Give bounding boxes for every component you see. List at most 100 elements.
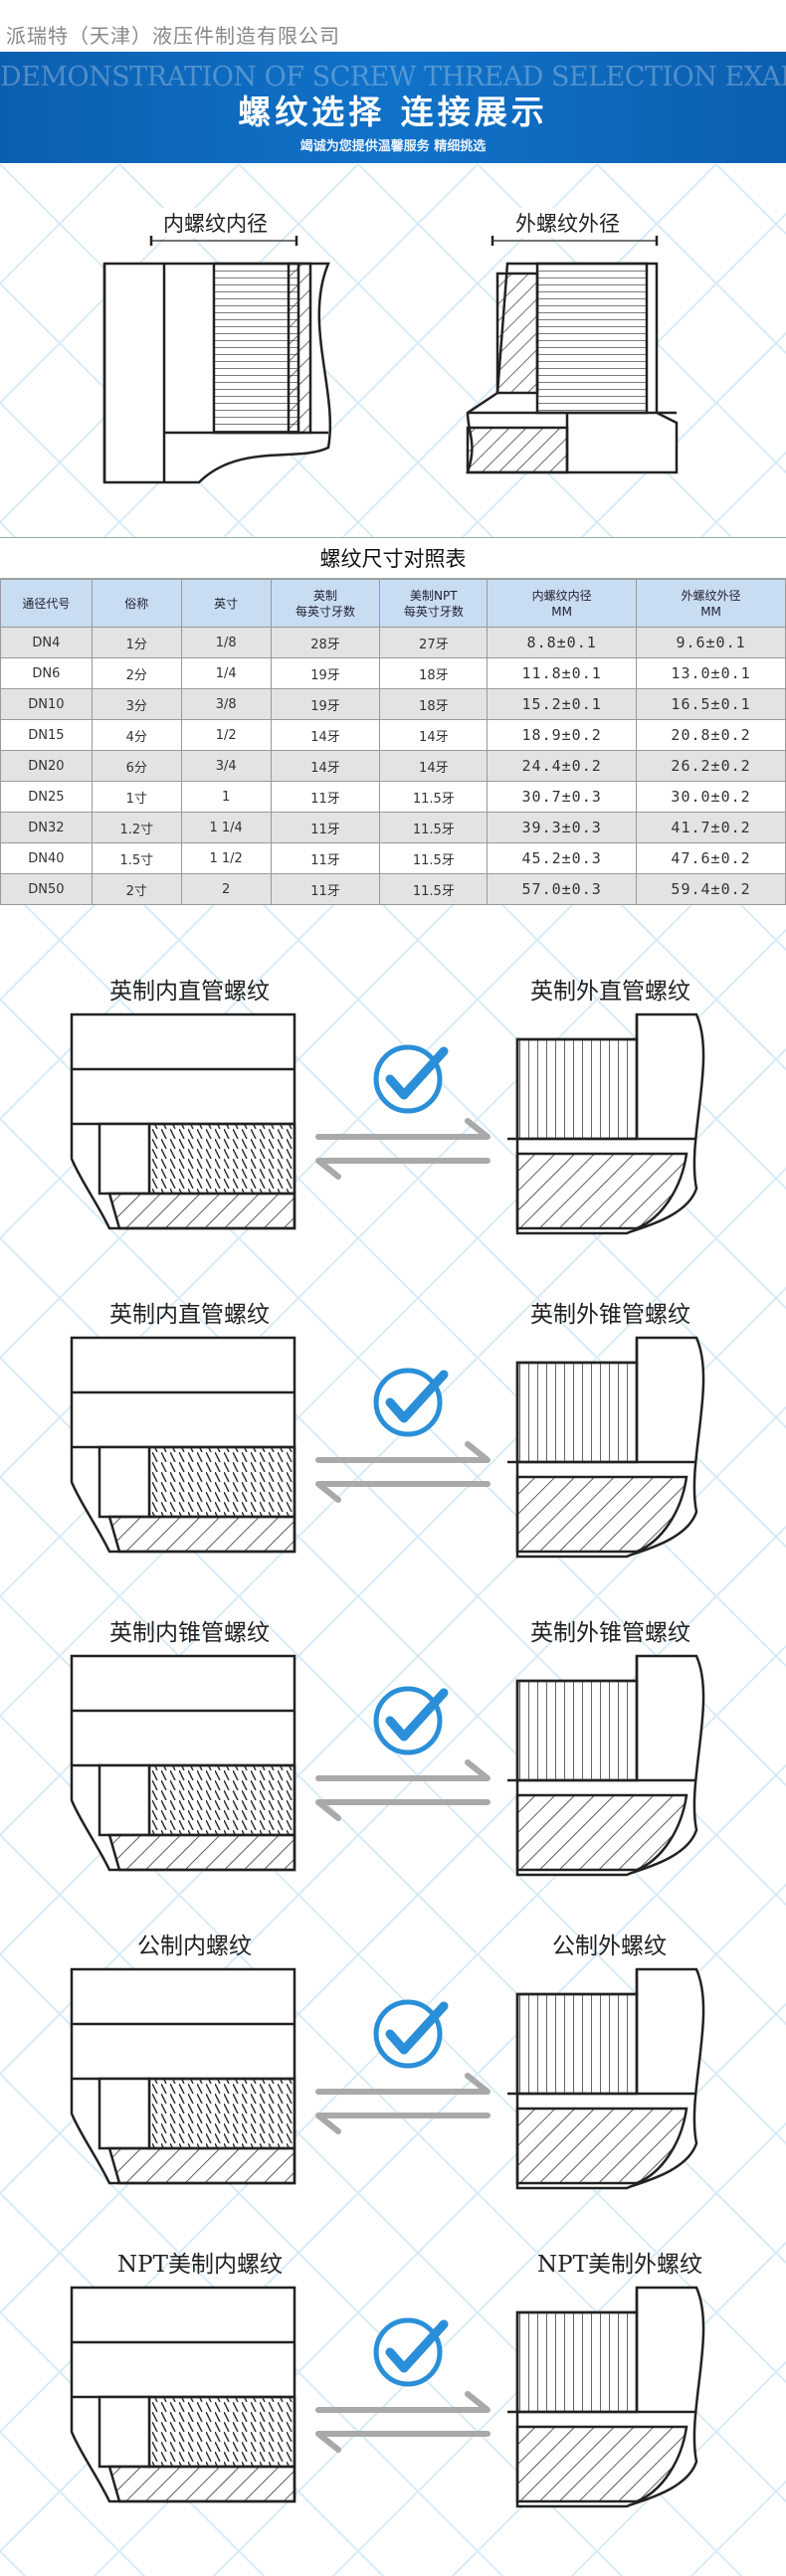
table-cell: 11.5牙 (379, 873, 489, 905)
inner-diameter-label: 内螺纹内径 (157, 208, 274, 238)
female-thread-title: NPT美制内螺纹 (117, 2252, 283, 2278)
thread-combination: 英制内锥管螺纹英制外锥管螺纹 (0, 1601, 786, 1910)
table-cell: 11.5牙 (379, 812, 489, 843)
combination-drawing (70, 1967, 705, 2190)
table-cell: 11.5牙 (379, 842, 489, 874)
check-icon (373, 2317, 449, 2387)
table-cell: 39.3±0.3 (487, 812, 638, 843)
table-cell: 1 1/4 (180, 812, 272, 843)
table-cell: DN20 (0, 750, 93, 782)
table-cell: DN4 (0, 627, 93, 658)
table-cell: 27牙 (379, 627, 489, 658)
column-header-line: 美制NPT (410, 588, 458, 603)
table-cell: DN25 (0, 781, 93, 813)
bidirectional-arrow-icon (315, 1441, 491, 1503)
female-thread-drawing (70, 1336, 296, 1554)
table-cell: 1 1/2 (180, 842, 272, 874)
male-thread-drawing (507, 1012, 705, 1235)
table-cell: 1/8 (180, 627, 272, 658)
bidirectional-arrow-icon (315, 1118, 491, 1180)
table-cell: 3/8 (180, 688, 272, 720)
page-title: 螺纹选择 连接展示 (238, 92, 548, 131)
column-header-line: 通径代号 (22, 596, 71, 611)
thread-combination: 英制内直管螺纹 英制外锥管螺纹 (0, 1283, 786, 1591)
column-header-line: 外螺纹外径 (681, 588, 741, 603)
banner-english-text: DEMONSTRATION OF SCREW THREAD SELECTION … (0, 62, 786, 92)
table-cell: 1 (180, 781, 272, 813)
table-cell: 28牙 (270, 627, 381, 658)
male-thread-drawing (507, 1654, 705, 1877)
male-thread-drawing (507, 1336, 705, 1559)
table-cell: 1/4 (180, 657, 272, 689)
combination-drawing (70, 2286, 705, 2508)
table-cell: 18牙 (379, 688, 489, 720)
female-thread-title: 英制内锥管螺纹 (109, 1620, 270, 1646)
combination-drawing (70, 1654, 705, 1877)
table-cell: 30.0±0.2 (636, 781, 786, 813)
thread-combination: 公制内螺纹公制外螺纹 (0, 1915, 786, 2223)
column-header-line: 每英寸牙数 (295, 604, 355, 619)
outer-diameter-label: 外螺纹外径 (509, 208, 626, 238)
table-cell: 47.6±0.2 (636, 842, 786, 874)
table-cell: 14牙 (270, 719, 381, 751)
table-cell: 13.0±0.1 (636, 657, 786, 689)
table-cell: 59.4±0.2 (636, 873, 786, 905)
bidirectional-arrow-icon (315, 1759, 491, 1821)
table-cell: 15.2±0.1 (487, 688, 638, 720)
table-cell: 19牙 (270, 688, 381, 720)
table-cell: 3分 (91, 688, 182, 720)
thread-combination: NPT美制内螺纹 NPT美制外螺纹 (0, 2233, 786, 2541)
column-header-line: 内螺纹内径 (531, 588, 592, 603)
male-thread-title: 公制外螺纹 (552, 1933, 667, 1959)
table-cell: 18.9±0.2 (487, 719, 638, 751)
table-cell: 14牙 (270, 750, 381, 782)
table-cell: 2 (180, 873, 272, 905)
table-cell: 1.5寸 (91, 842, 182, 874)
thread-combination: 英制内直管螺纹英制外直管螺纹 (0, 960, 786, 1268)
table-cell: 18牙 (379, 657, 489, 689)
table-cell: 57.0±0.3 (487, 873, 638, 905)
column-header: 俗称 (91, 579, 182, 628)
table-cell: 26.2±0.2 (636, 750, 786, 782)
female-thread-title: 英制内直管螺纹 (109, 1302, 270, 1328)
column-header-line: MM (551, 604, 573, 619)
table-cell: 11.5牙 (379, 781, 489, 813)
table-cell: 11牙 (270, 873, 381, 905)
male-thread-title: 英制外锥管螺纹 (530, 1302, 690, 1328)
thread-dimension-diagram: 内螺纹内径 外螺纹外径 (0, 194, 786, 512)
check-icon (373, 1368, 449, 1437)
company-name: 派瑞特（天津）液压件制造有限公司 (6, 24, 340, 48)
table-cell: DN15 (0, 719, 93, 751)
female-thread-drawing (70, 1967, 296, 2185)
table-cell: 11牙 (270, 842, 381, 874)
table-cell: 14牙 (379, 750, 489, 782)
page-subtitle: 竭诚为您提供温馨服务 精细挑选 (299, 139, 487, 154)
table-cell: 11牙 (270, 781, 381, 813)
table-cell: 11.8±0.1 (487, 657, 638, 689)
table-cell: DN50 (0, 873, 93, 905)
female-thread-title: 英制内直管螺纹 (109, 979, 270, 1005)
table-cell: DN10 (0, 688, 93, 720)
check-icon (373, 1044, 449, 1114)
check-icon (373, 1999, 449, 2069)
table-cell: 16.5±0.1 (636, 688, 786, 720)
table-cell: 3/4 (180, 750, 272, 782)
male-thread-drawing (507, 2286, 705, 2508)
male-thread-title: NPT美制外螺纹 (537, 2252, 702, 2278)
table-cell: 24.4±0.2 (487, 750, 638, 782)
female-thread-drawing (70, 1012, 296, 1230)
female-thread-drawing (70, 2286, 296, 2503)
